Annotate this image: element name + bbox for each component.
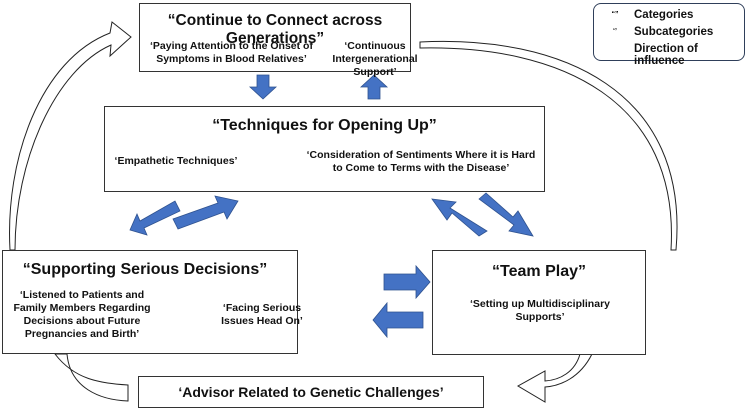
category-title: “Techniques for Opening Up” (212, 117, 437, 134)
legend-item-categories: “” Categories (594, 8, 744, 24)
arrow-opening-to-decisions (129, 200, 181, 236)
legend: “” Categories ‘’ Subcategories Direction… (593, 3, 745, 67)
legend-label: Direction of influence (634, 43, 698, 67)
category-title: “Continue to Connect across Generations” (167, 12, 383, 47)
category-box-connect: “Continue to Connect across Generations”… (139, 3, 418, 78)
category-title: ‘Advisor Related to Genetic Challenges’ (178, 384, 444, 400)
arrow-opening-to-team (478, 192, 534, 237)
subcategory-label: ‘Setting up Multidisciplinary Supports’ (469, 298, 610, 323)
category-box-opening: “Techniques for Opening Up” ‘Empathetic … (104, 106, 545, 192)
category-box-decisions: “Supporting Serious Decisions” ‘Listened… (2, 250, 303, 354)
arrow-opening-to-connect (359, 74, 389, 100)
category-box-advisor: ‘Advisor Related to Genetic Challenges’ (138, 376, 484, 408)
subcategory-label: ‘Continuous Intergenerational Support’ (332, 40, 418, 78)
cycle-arrow-decisions-to-connect (9, 21, 132, 251)
legend-label: Categories (634, 9, 694, 21)
arrow-team-to-opening (431, 198, 488, 237)
arrow-decisions-to-opening (172, 195, 239, 230)
subcategory-label: ‘Consideration of Sentiments Where it is… (306, 149, 536, 174)
legend-label: Subcategories (634, 26, 714, 38)
single-quote-icon: ‘’ (613, 28, 617, 35)
cycle-arrow-connect-to-team (419, 40, 678, 251)
subcategory-label: ‘Listened to Patients and Family Members… (13, 289, 151, 340)
category-box-team: “Team Play” ‘Setting up Multidisciplinar… (432, 250, 646, 355)
cycle-arrow-team-to-advisor (516, 353, 593, 403)
subcategory-label: ‘Empathetic Techniques’ (114, 155, 238, 167)
legend-item-direction: Direction of influence (594, 42, 744, 67)
arrow-connect-to-opening (248, 74, 278, 100)
cycle-arrow-advisor-to-decisions (53, 353, 129, 402)
category-title: “Supporting Serious Decisions” (22, 261, 268, 278)
arrow-team-to-decisions (372, 301, 424, 339)
category-title: “Team Play” (492, 263, 586, 280)
subcategory-label: ‘Facing Serious Issues Head On’ (221, 302, 303, 327)
legend-item-subcategories: ‘’ Subcategories (594, 25, 744, 41)
arrow-decisions-to-team (383, 264, 431, 300)
double-quote-icon: “” (611, 11, 619, 18)
subcategory-label: ‘Paying Attention to the Onset of Sympto… (150, 40, 313, 65)
